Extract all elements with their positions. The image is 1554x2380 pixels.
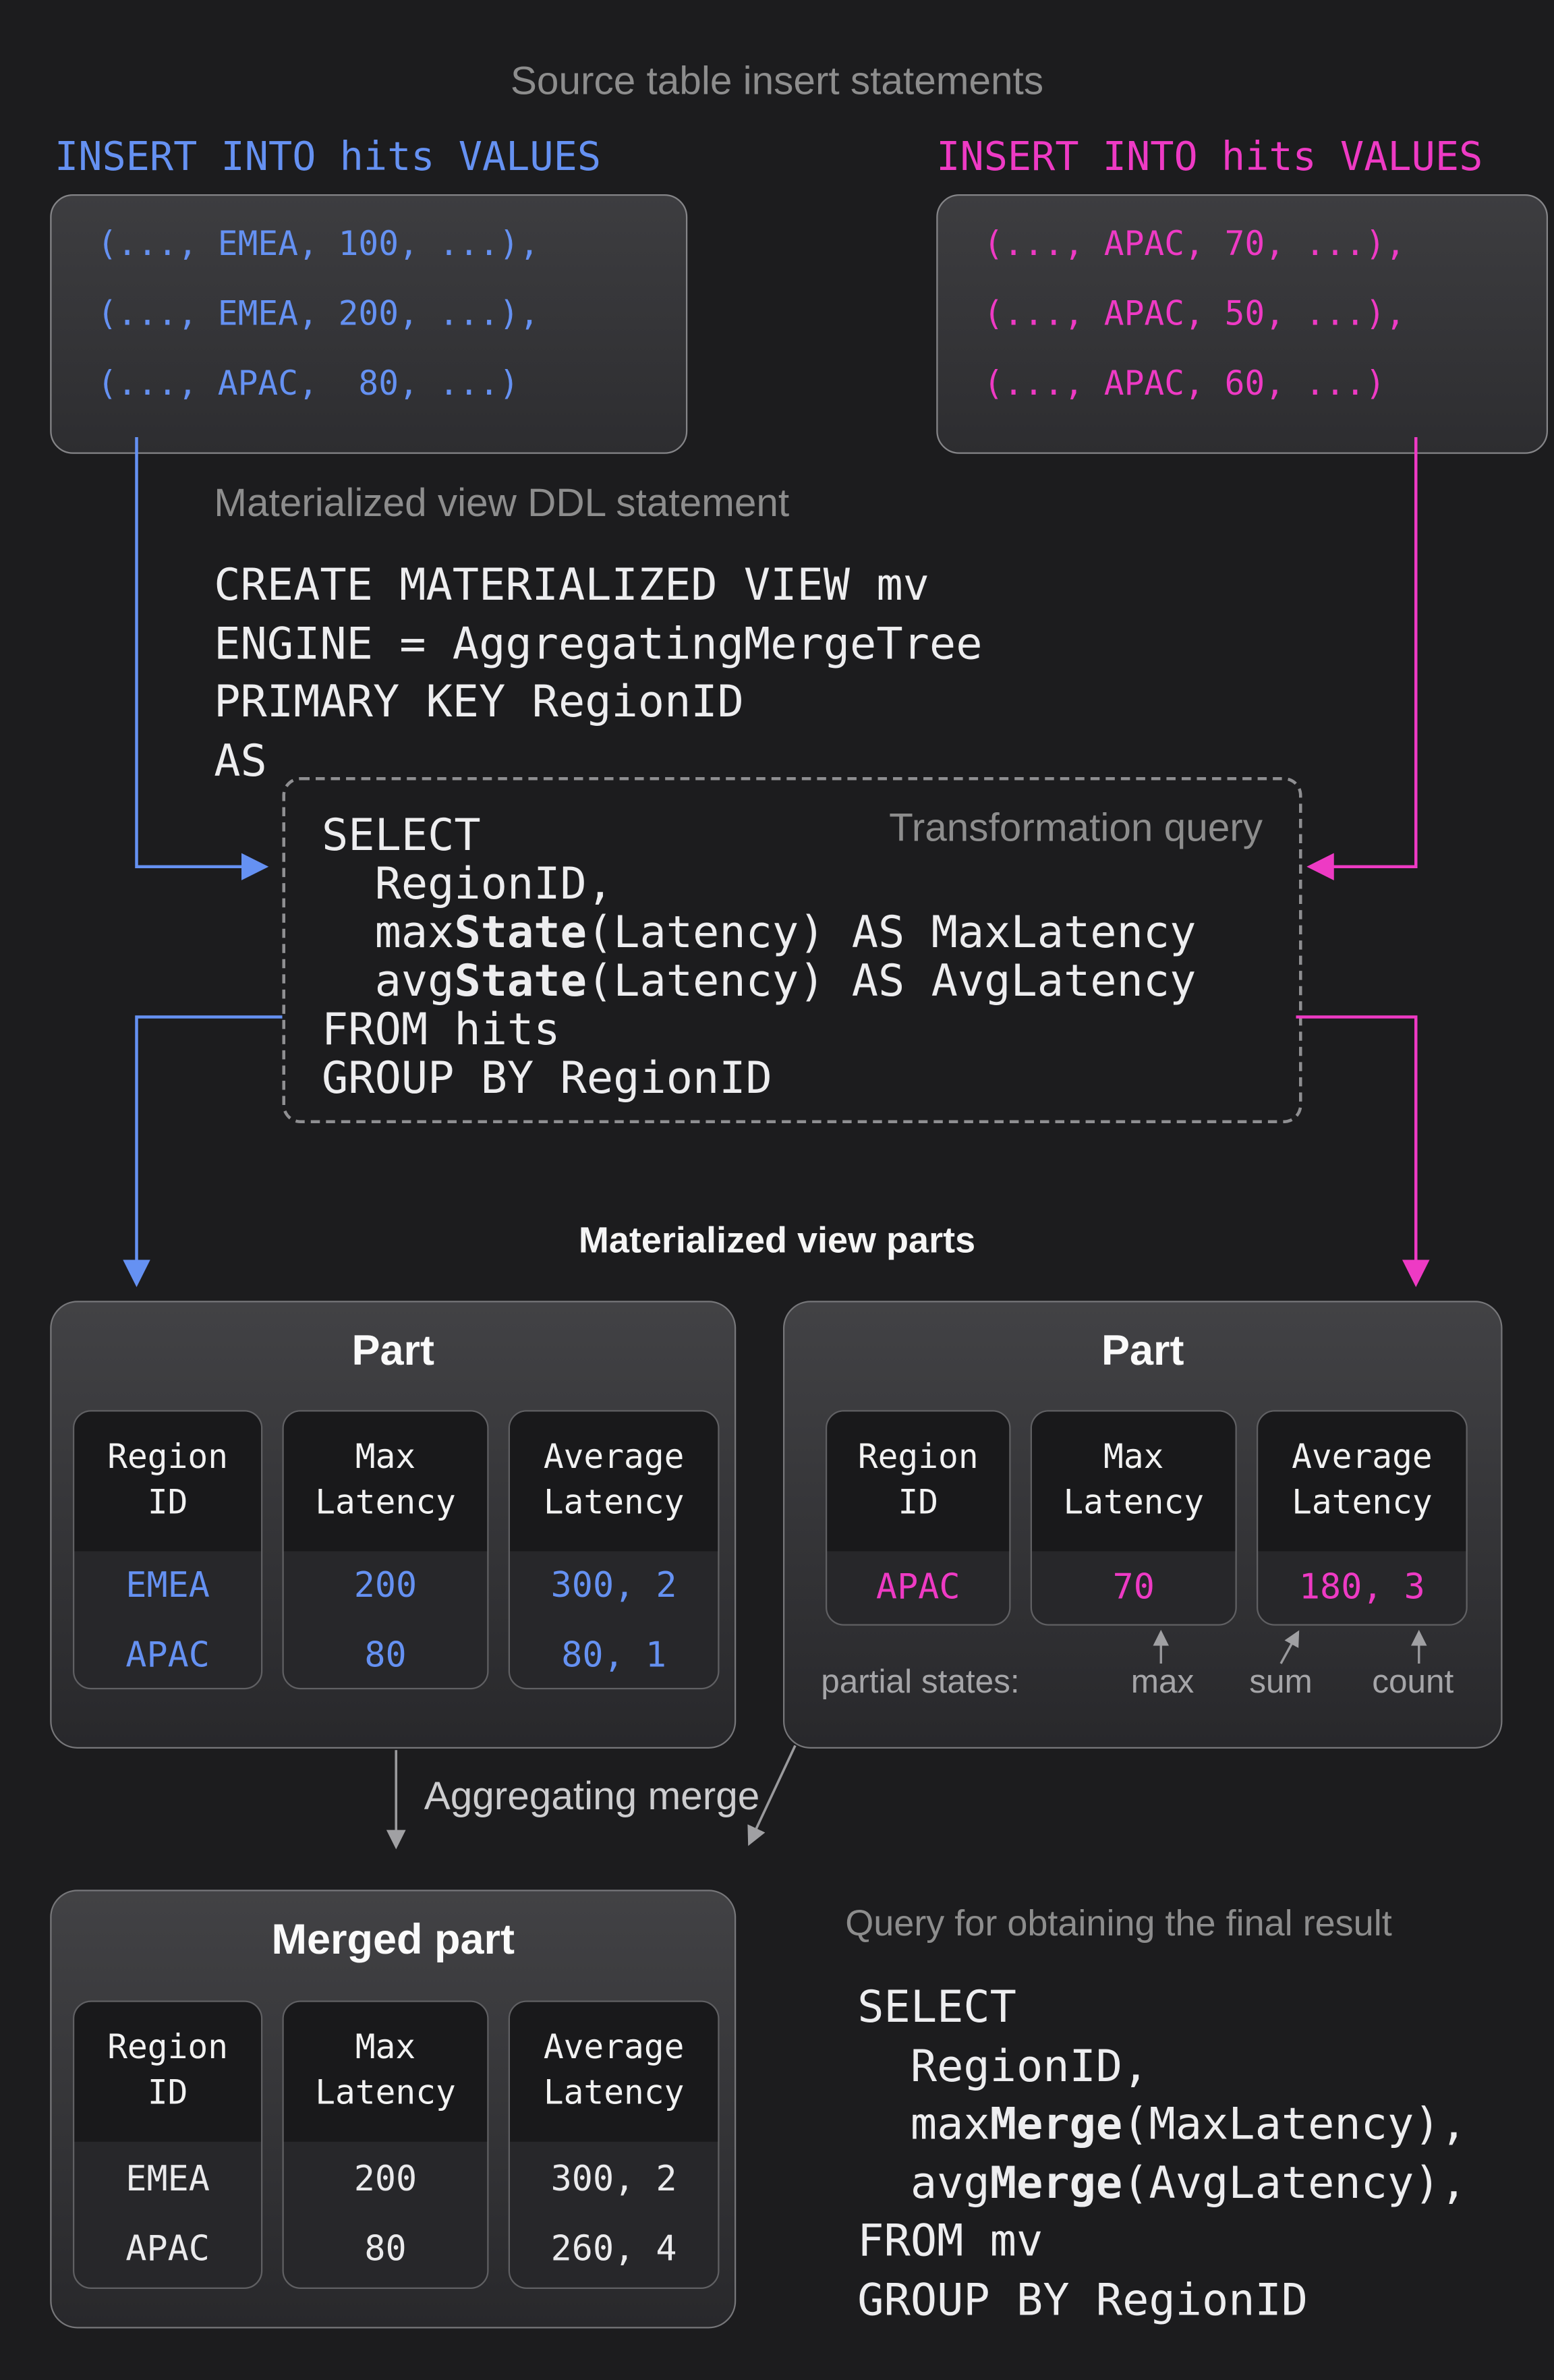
column-average-latency: Average Latency 300, 2 260, 4 bbox=[508, 2000, 720, 2289]
transformation-query-label: Transformation query bbox=[889, 804, 1263, 851]
column-region-id: Region ID EMEA APAC bbox=[73, 1410, 263, 1690]
cell: 200 bbox=[353, 2159, 418, 2200]
code-line: GROUP BY RegionID bbox=[322, 1052, 772, 1104]
cell: 300, 2 bbox=[550, 1566, 677, 1606]
code-line: PRIMARY KEY RegionID bbox=[214, 675, 744, 727]
cell: EMEA bbox=[125, 2159, 210, 2200]
cell: APAC bbox=[125, 1636, 210, 1676]
cell: 260, 4 bbox=[550, 2230, 677, 2269]
part-title: Part bbox=[351, 1326, 435, 1374]
column-header: Max Latency bbox=[1032, 1411, 1236, 1552]
part-title: Part bbox=[1101, 1326, 1184, 1374]
cell: APAC bbox=[125, 2230, 210, 2269]
column-average-latency: Average Latency 180, 3 bbox=[1257, 1410, 1468, 1626]
code-line: SELECT bbox=[322, 809, 481, 861]
column-header: Region ID bbox=[827, 1411, 1010, 1552]
insert-left-label: INSERT INTO hits VALUES bbox=[55, 135, 602, 181]
code-line: CREATE MATERIALIZED VIEW mv bbox=[214, 559, 929, 611]
column-header: Max Latency bbox=[283, 1411, 488, 1552]
code-line: RegionID, bbox=[322, 857, 614, 909]
partial-state-count: count bbox=[1372, 1662, 1454, 1700]
arrow-insert-right-to-query bbox=[1306, 437, 1418, 880]
part-columns: Region ID EMEA APAC Max Latency 200 80 A… bbox=[73, 1410, 720, 1690]
code-line: SELECT bbox=[857, 1981, 1016, 2033]
code-line: avgState(Latency) AS AvgLatency bbox=[322, 955, 1197, 1007]
part-box-left: Part Region ID EMEA APAC Max Latency 200… bbox=[50, 1301, 737, 1749]
ddl-label: Materialized view DDL statement bbox=[214, 480, 790, 526]
code-line: GROUP BY RegionID bbox=[857, 2273, 1308, 2325]
cell: EMEA bbox=[125, 1566, 210, 1606]
transformation-code-block: SELECT RegionID, maxState(Latency) AS Ma… bbox=[322, 811, 1196, 1102]
cell: 70 bbox=[1112, 1568, 1155, 1608]
cell: 200 bbox=[353, 1566, 418, 1606]
final-query-label: Query for obtaining the final result bbox=[845, 1903, 1392, 1945]
merged-part-box: Merged part Region ID EMEA APAC Max Late… bbox=[50, 1890, 737, 2329]
ddl-code-block: CREATE MATERIALIZED VIEW mv ENGINE = Agg… bbox=[214, 556, 982, 790]
code-line: ENGINE = AggregatingMergeTree bbox=[214, 617, 983, 669]
column-region-id: Region ID APAC bbox=[826, 1410, 1011, 1626]
column-average-latency: Average Latency 300, 2 80, 1 bbox=[508, 1410, 720, 1690]
page-title: Source table insert statements bbox=[510, 57, 1044, 104]
part-columns: Region ID EMEA APAC Max Latency 200 80 A… bbox=[73, 2000, 720, 2289]
code-line: (..., APAC, 60, ...) bbox=[983, 366, 1386, 404]
code-line: (..., APAC, 70, ...), bbox=[983, 226, 1406, 264]
part-columns: Region ID APAC Max Latency 70 Average La… bbox=[826, 1410, 1468, 1626]
code-line: RegionID, bbox=[857, 2039, 1149, 2091]
cell: 80 bbox=[364, 1636, 407, 1676]
column-max-latency: Max Latency 200 80 bbox=[282, 2000, 489, 2289]
aggregating-merge-label: Aggregating merge bbox=[424, 1773, 760, 1819]
code-line: (..., EMEA, 100, ...), bbox=[97, 226, 540, 264]
insert-left-box: (..., EMEA, 100, ...), (..., EMEA, 200, … bbox=[50, 194, 688, 454]
partial-state-max: max bbox=[1130, 1662, 1195, 1700]
part-box-right: Part Region ID APAC Max Latency 70 Avera… bbox=[783, 1301, 1503, 1749]
cell: 80 bbox=[364, 2230, 407, 2269]
column-region-id: Region ID EMEA APAC bbox=[73, 2000, 263, 2289]
column-header: Region ID bbox=[74, 1411, 261, 1552]
materialized-view-parts-label: Materialized view parts bbox=[578, 1220, 976, 1262]
cell: 180, 3 bbox=[1298, 1568, 1425, 1608]
code-line: (..., EMEA, 200, ...), bbox=[97, 295, 540, 334]
insert-right-label: INSERT INTO hits VALUES bbox=[936, 135, 1483, 181]
merged-part-title: Merged part bbox=[271, 1915, 515, 1963]
insert-right-box: (..., APAC, 70, ...), (..., APAC, 50, ..… bbox=[936, 194, 1548, 454]
final-query-code-block: SELECT RegionID, maxMerge(MaxLatency), a… bbox=[857, 1978, 1467, 2329]
cell: APAC bbox=[875, 1568, 960, 1608]
column-header: Region ID bbox=[74, 2002, 261, 2142]
code-line: FROM mv bbox=[857, 2214, 1043, 2267]
code-line: (..., APAC, 50, ...), bbox=[983, 295, 1406, 334]
cell: 300, 2 bbox=[550, 2159, 677, 2200]
column-max-latency: Max Latency 200 80 bbox=[282, 1410, 489, 1690]
transformation-query-box: Transformation query SELECT RegionID, ma… bbox=[282, 777, 1302, 1123]
column-header: Average Latency bbox=[510, 2002, 718, 2142]
partial-states-label: partial states: bbox=[821, 1662, 1020, 1700]
code-line: maxState(Latency) AS MaxLatency bbox=[322, 906, 1197, 958]
cell: 80, 1 bbox=[561, 1636, 667, 1676]
column-header: Max Latency bbox=[283, 2002, 488, 2142]
code-line: avgMerge(AvgLatency), bbox=[857, 2156, 1467, 2208]
partial-state-sum: sum bbox=[1249, 1662, 1313, 1700]
code-line: maxMerge(MaxLatency), bbox=[857, 2097, 1467, 2150]
column-max-latency: Max Latency 70 bbox=[1030, 1410, 1237, 1626]
code-line: (..., APAC, 80, ...) bbox=[97, 366, 519, 404]
code-line: FROM hits bbox=[322, 1003, 560, 1055]
column-header: Average Latency bbox=[510, 1411, 718, 1552]
column-header: Average Latency bbox=[1258, 1411, 1466, 1552]
